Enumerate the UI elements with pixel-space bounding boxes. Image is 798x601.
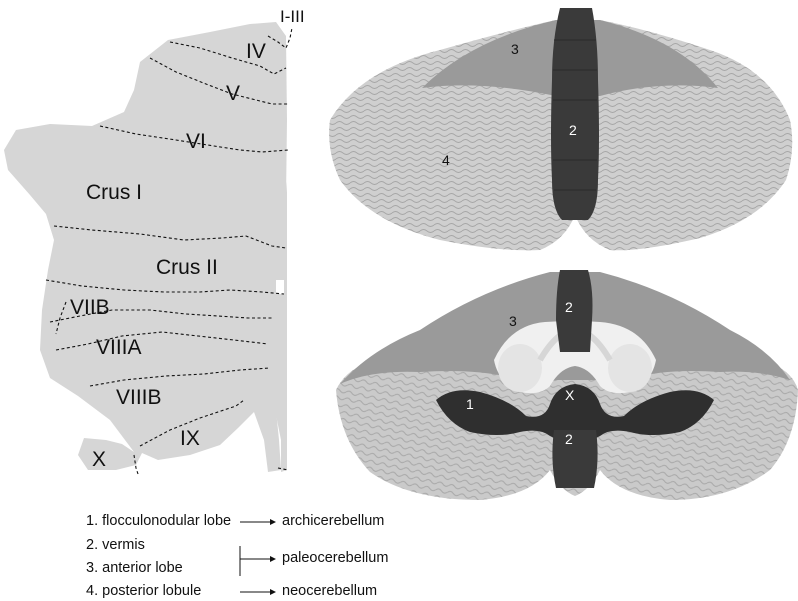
lobule-label-V: V xyxy=(226,82,240,106)
legend-arrows xyxy=(240,519,276,595)
top-view-label-posterior: 4 xyxy=(442,152,450,168)
lobule-label-IV: IV xyxy=(246,40,266,64)
lobule-label-X: X xyxy=(92,448,106,472)
bottom-view-label-anterior: 3 xyxy=(509,313,517,329)
legend-target-archicerebellum: archicerebellum xyxy=(282,513,384,529)
legend-target-paleocerebellum: paleocerebellum xyxy=(282,550,388,566)
legend-item-2-num: 2. xyxy=(86,537,98,553)
legend-item-2-text: vermis xyxy=(102,537,145,553)
legend-item-2: 2. vermis xyxy=(86,537,145,553)
bottom-vermis-upper xyxy=(556,270,593,352)
legend-item-3: 3. anterior lobe xyxy=(86,560,183,576)
lobule-label-VIIB: VIIB xyxy=(70,296,110,320)
bottom-view-label-flocculonodular: 1 xyxy=(466,396,474,412)
top-view-label-anterior: 3 xyxy=(511,41,519,57)
legend-item-1-num: 1. xyxy=(86,513,98,529)
lobule-label-VIIIB: VIIIB xyxy=(116,386,162,410)
legend-target-neocerebellum: neocerebellum xyxy=(282,583,377,599)
cerebellum-superior-view xyxy=(329,8,792,250)
legend-item-4-text: posterior lobule xyxy=(102,583,201,599)
bottom-view-label-vermis-upper: 2 xyxy=(565,299,573,315)
flatmap xyxy=(4,14,295,484)
legend-item-1-text: flocculonodular lobe xyxy=(102,513,231,529)
lobule-label-I-III: I-III xyxy=(280,7,305,27)
lobule-label-crus-i: Crus I xyxy=(86,181,142,205)
legend-item-4: 4. posterior lobule xyxy=(86,583,201,599)
lobule-label-crus-ii: Crus II xyxy=(156,256,218,280)
legend-item-3-text: anterior lobe xyxy=(102,560,183,576)
legend-item-3-num: 3. xyxy=(86,560,98,576)
lobule-label-IX: IX xyxy=(180,427,200,451)
bottom-view-label-vermis-lower: 2 xyxy=(565,431,573,447)
lobule-label-VI: VI xyxy=(186,130,206,154)
lobule-label-VIIIA: VIIIA xyxy=(96,336,142,360)
top-view-label-vermis: 2 xyxy=(569,122,577,138)
legend-item-4-num: 4. xyxy=(86,583,98,599)
bottom-vermis-lower xyxy=(552,430,597,488)
legend-item-1: 1. flocculonodular lobe xyxy=(86,513,231,529)
bottom-view-label-nodulus: X xyxy=(565,387,574,403)
